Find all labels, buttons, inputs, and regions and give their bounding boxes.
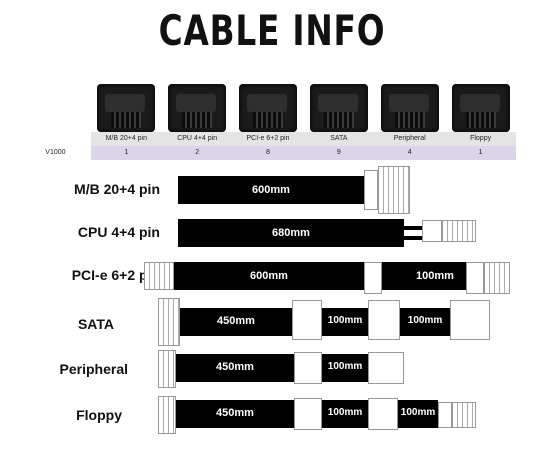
pcie-connector [364, 262, 382, 294]
mb-connector-photo [97, 84, 156, 132]
count-cell: 4 [407, 149, 412, 156]
pcie-connector [484, 262, 510, 294]
header-cell: SATA [330, 135, 348, 142]
thumbnail-row [20, 78, 516, 132]
segment-length: 450mm [216, 361, 254, 373]
floppy-connector-photo [451, 84, 510, 132]
molex-connector [294, 352, 322, 384]
segment-length: 600mm [250, 270, 288, 282]
cable-name-floppy: Floppy [76, 407, 122, 423]
cable-name-peripheral: Peripheral [59, 361, 128, 377]
cable-segment [400, 308, 450, 336]
connector-shroud [364, 170, 378, 210]
mb-24pin-connector [378, 166, 410, 214]
header-cell: M/B 20+4 pin [105, 135, 148, 142]
psu-side-connector [158, 396, 176, 434]
cpu-4pin-connector [442, 220, 476, 242]
count-cell: 2 [195, 149, 200, 156]
molex-connector [294, 398, 322, 430]
floppy-connector [438, 402, 452, 428]
segment-length: 600mm [252, 184, 290, 196]
sata-connector [292, 300, 322, 340]
cable-segment [398, 400, 438, 428]
segment-length: 100mm [327, 315, 363, 326]
pcie-connector [466, 262, 484, 294]
cable-name-sata: SATA [77, 316, 114, 332]
cable-segment [322, 354, 368, 382]
count-cell: 1 [124, 149, 129, 156]
cable-name-pcie: PCI-e 6+2 pin [71, 267, 160, 283]
cable-segment [180, 308, 292, 336]
psu-side-connector [158, 350, 176, 388]
cable-segment [176, 354, 294, 382]
segment-length: 450mm [216, 407, 254, 419]
cable-segment [322, 308, 368, 336]
psu-side-connector [144, 262, 174, 290]
segment-length: 100mm [327, 361, 363, 372]
segment-length: 100mm [407, 315, 443, 326]
segment-length: 450mm [217, 315, 255, 327]
floppy-connector [452, 402, 476, 428]
pcie-connector-photo [239, 84, 297, 132]
cpu-4pin-connector [422, 220, 442, 242]
count-cell: 9 [336, 149, 341, 156]
header-cell: Floppy [470, 135, 492, 142]
molex-connector [368, 398, 398, 430]
header-cell: Peripheral [393, 135, 426, 142]
cable-name-cpu: CPU 4+4 pin [77, 224, 160, 240]
psu-side-connector [158, 298, 180, 346]
page-title: CABLE INFO [158, 6, 386, 55]
cable-name-mb: M/B 20+4 pin [74, 181, 160, 197]
count-cell: 1 [478, 149, 483, 156]
segment-length: 100mm [400, 407, 436, 418]
segment-length: 680mm [272, 227, 310, 239]
cable-table: M/B 20+4 pin CPU 4+4 pin PCI-e 6+2 pin S… [20, 78, 516, 160]
segment-length: 100mm [327, 407, 363, 418]
header-row: M/B 20+4 pin CPU 4+4 pin PCI-e 6+2 pin S… [20, 132, 516, 146]
cable-segment [322, 400, 368, 428]
segment-length: 100mm [416, 270, 454, 282]
sata-connector [450, 300, 490, 340]
model-cell: V1000 [20, 146, 91, 160]
cable-segment [174, 262, 364, 290]
sata-connector-photo [309, 84, 368, 132]
molex-connector [368, 352, 404, 384]
header-cell [20, 132, 91, 146]
cable-segment [176, 400, 294, 428]
cable-segment [404, 262, 466, 290]
count-cell: 8 [266, 149, 270, 156]
cable-segment [178, 219, 404, 247]
peripheral-connector-photo [380, 84, 439, 132]
sata-connector [368, 300, 400, 340]
cpu-connector-photo [168, 84, 227, 132]
header-cell: CPU 4+4 pin [177, 135, 218, 142]
header-cell: PCI-e 6+2 pin [246, 135, 290, 142]
cable-segment [178, 176, 364, 204]
count-row: V1000 1 2 8 9 4 1 [20, 146, 516, 160]
